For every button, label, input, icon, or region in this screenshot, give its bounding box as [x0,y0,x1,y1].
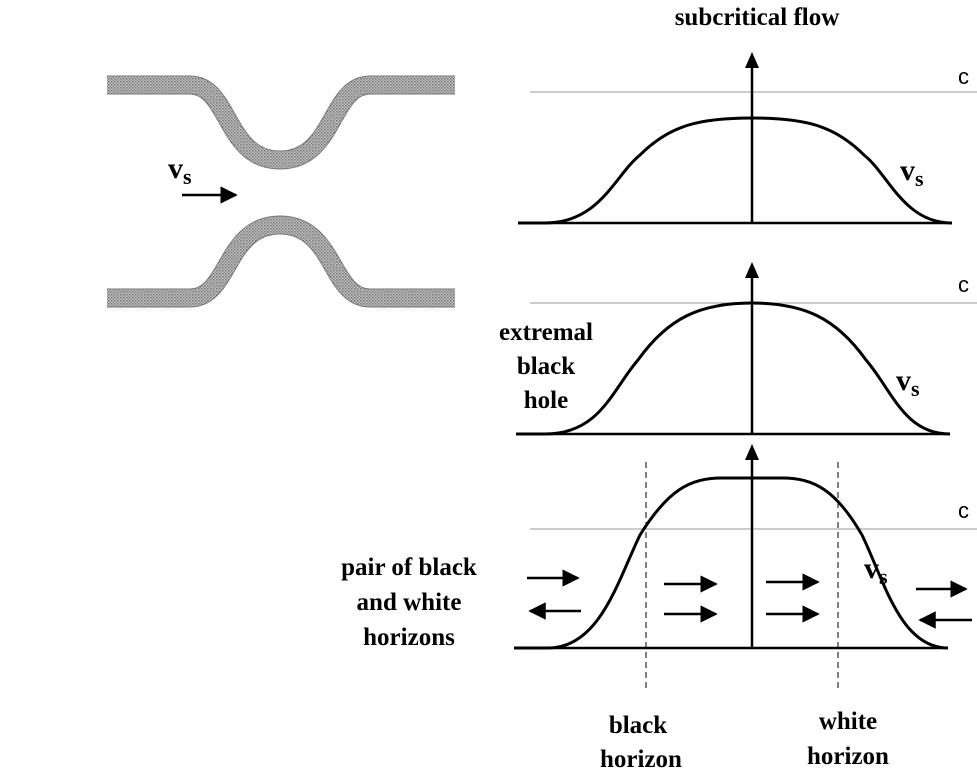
panel-pair: c vs pair of black and white horizons [341,444,977,690]
channel-schematic: vs [107,75,455,308]
c-label: c [958,64,969,89]
pair-label-line-2: and white [357,589,462,616]
vs-label: vs [896,364,920,401]
black-horizon-label-line-1: black [609,712,667,739]
channel-velocity-label: vs [168,152,192,189]
vs-label: vs [900,154,924,191]
vs-label: vs [864,552,888,589]
channel-lower-wall [107,215,455,308]
channel-upper-wall [107,75,455,170]
panel-extremal: c vs extremal black hole [499,262,977,436]
c-label: c [958,272,969,297]
velocity-profile-curve [518,116,953,225]
panel-subcritical: c vs [518,52,977,225]
white-horizon-label-line-2: horizon [807,743,889,770]
pair-label-line-3: horizons [363,624,455,651]
diagram-title: subcritical flow [675,4,840,31]
axis-arrowhead [745,262,759,278]
velocity-profile-curve [516,301,951,436]
velocity-profile-curve [514,476,949,650]
extremal-label-line-1: extremal [499,319,593,346]
extremal-label-line-2: black [517,353,575,380]
white-horizon-label-line-1: white [819,708,877,735]
pair-label-line-1: pair of black [341,554,477,581]
axis-arrowhead [745,444,759,460]
black-horizon-label-line-2: horizon [600,746,682,773]
extremal-label-line-3: hole [524,387,568,414]
c-label: c [958,498,969,523]
axis-arrowhead [745,52,759,68]
